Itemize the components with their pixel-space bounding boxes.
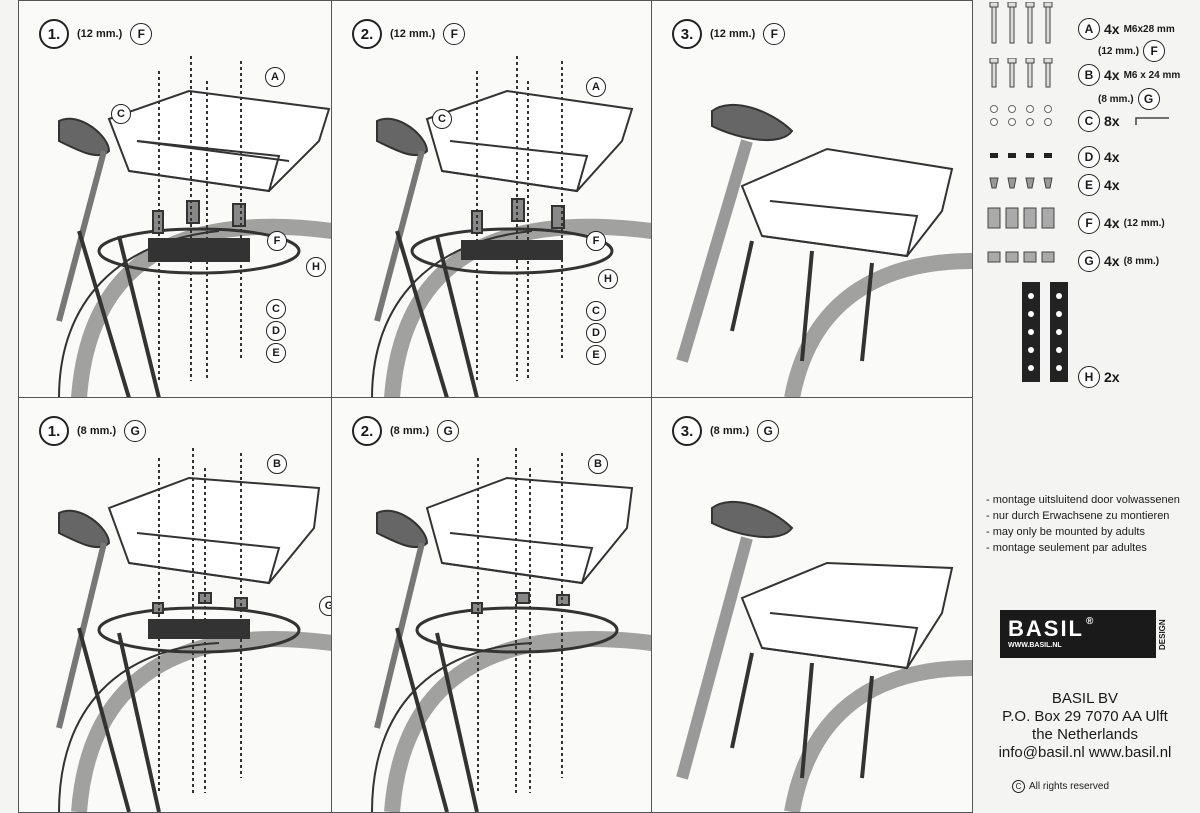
part-letter: G	[124, 420, 147, 442]
step-number: 1.	[39, 19, 69, 49]
step-number: 3.	[672, 416, 702, 446]
callout-h: H	[598, 269, 618, 289]
step-size: (12 mm.)	[390, 28, 436, 40]
nut-icon	[990, 153, 1052, 158]
part-f-label: F 4x (12 mm.)	[1078, 212, 1165, 234]
basket-mounted-illustration	[676, 500, 972, 812]
allen-key-icon	[1135, 117, 1169, 125]
step-size: (8 mm.)	[390, 425, 430, 437]
spacer-8mm-icon	[987, 251, 1055, 263]
part-e-label: E 4x	[1078, 174, 1120, 196]
step-header: 3. (8 mm.) G	[672, 416, 780, 446]
company-name: BASIL BV	[1051, 690, 1119, 707]
contact: info@basil.nl www.basil.nl	[998, 744, 1172, 761]
basket-exploded-illustration	[56, 56, 332, 398]
warnings: - montage uitsluitend door volwassenen -…	[986, 492, 1180, 556]
callout-f: F	[586, 231, 606, 251]
warning-nl: - montage uitsluitend door volwassenen	[986, 494, 1180, 506]
callout-c-lower: C	[266, 299, 286, 319]
brand-reg: ®	[1086, 616, 1096, 627]
basil-logo: BASIL ® WWW.BASIL.NL DESIGN	[1000, 610, 1172, 660]
panel-bottom-step-3: 3. (8 mm.) G	[651, 397, 973, 813]
callout-f: F	[267, 231, 287, 251]
brand-tag: DESIGN	[1158, 619, 1167, 651]
step-size: (12 mm.)	[77, 28, 123, 40]
callout-h: H	[306, 257, 326, 277]
step-size: (8 mm.)	[77, 425, 117, 437]
callout-e: E	[586, 345, 606, 365]
mounting-plate-icon	[1022, 282, 1068, 382]
part-h-label: H 2x	[1078, 366, 1120, 388]
callout-d: D	[586, 323, 606, 343]
part-letter: G	[437, 420, 460, 442]
part-a-label: A 4x M6x28 mm	[1078, 18, 1175, 40]
part-letter: G	[757, 420, 780, 442]
step-number: 2.	[352, 416, 382, 446]
callout-a: A	[265, 67, 285, 87]
callout-g: G	[319, 596, 332, 616]
copyright-notice: C All rights reserved	[1012, 780, 1109, 793]
step-header: 1. (8 mm.) G	[39, 416, 147, 446]
step-header: 1. (12 mm.) F	[39, 19, 153, 49]
panel-bottom-step-2: 2. (8 mm.) G B	[331, 397, 653, 813]
callout-d: D	[266, 321, 286, 341]
step-header: 3. (12 mm.) F	[672, 19, 786, 49]
panel-bottom-step-1: 1. (8 mm.) G B G	[18, 397, 333, 813]
callout-b: B	[267, 454, 287, 474]
copyright-icon: C	[1012, 780, 1025, 793]
bolt-short-icon	[989, 58, 1053, 88]
callout-e: E	[266, 343, 286, 363]
washer-icon	[990, 105, 1052, 126]
part-a-sub: (12 mm.) F	[1098, 40, 1166, 62]
step-size: (12 mm.)	[710, 28, 756, 40]
part-g-label: G 4x (8 mm.)	[1078, 250, 1159, 272]
logo-box	[1000, 610, 1156, 658]
basket-exploded-illustration	[371, 56, 652, 398]
basket-exploded-illustration	[56, 448, 332, 812]
copyright-text: All rights reserved	[1029, 781, 1110, 792]
bolt-long-icon	[989, 2, 1053, 44]
spacer-12mm-icon	[987, 207, 1055, 229]
step-header: 2. (12 mm.) F	[352, 19, 466, 49]
callout-b: B	[588, 454, 608, 474]
callout-c: C	[111, 104, 131, 124]
part-b-sub: (8 mm.) G	[1098, 88, 1160, 110]
part-letter: F	[130, 23, 153, 45]
step-number: 3.	[672, 19, 702, 49]
warning-en: - may only be mounted by adults	[986, 526, 1145, 538]
company-address: BASIL BV P.O. Box 29 7070 AA Ulft the Ne…	[982, 690, 1188, 762]
part-letter: F	[443, 23, 466, 45]
brand-url: WWW.BASIL.NL	[1008, 642, 1062, 649]
part-b-label: B 4x M6 x 24 mm	[1078, 64, 1180, 86]
callout-c-lower: C	[586, 301, 606, 321]
step-number: 1.	[39, 416, 69, 446]
country: the Netherlands	[1032, 726, 1138, 743]
panel-top-step-2: 2. (12 mm.) F A C F H C D E	[331, 0, 653, 399]
cap-nut-icon	[989, 177, 1053, 189]
warning-de: - nur durch Erwachsene zu montieren	[986, 510, 1170, 522]
po-box: P.O. Box 29 7070 AA Ulft	[1002, 708, 1168, 725]
warning-fr: - montage seulement par adultes	[986, 542, 1147, 554]
parts-legend: A 4x M6x28 mm (12 mm.) F B 4x M6 x 24 mm…	[980, 0, 1200, 811]
part-letter: F	[763, 23, 786, 45]
basket-exploded-illustration	[371, 448, 652, 812]
part-d-label: D 4x	[1078, 146, 1120, 168]
panel-top-step-1: 1. (12 mm.) F	[18, 0, 333, 399]
step-header: 2. (8 mm.) G	[352, 416, 460, 446]
panel-top-step-3: 3. (12 mm.) F	[651, 0, 973, 399]
brand-name: BASIL	[1008, 616, 1084, 641]
basket-mounted-illustration	[676, 103, 972, 398]
part-c-label: C 8x	[1078, 110, 1120, 132]
step-size: (8 mm.)	[710, 425, 750, 437]
step-number: 2.	[352, 19, 382, 49]
callout-a: A	[586, 77, 606, 97]
callout-c: C	[432, 109, 452, 129]
